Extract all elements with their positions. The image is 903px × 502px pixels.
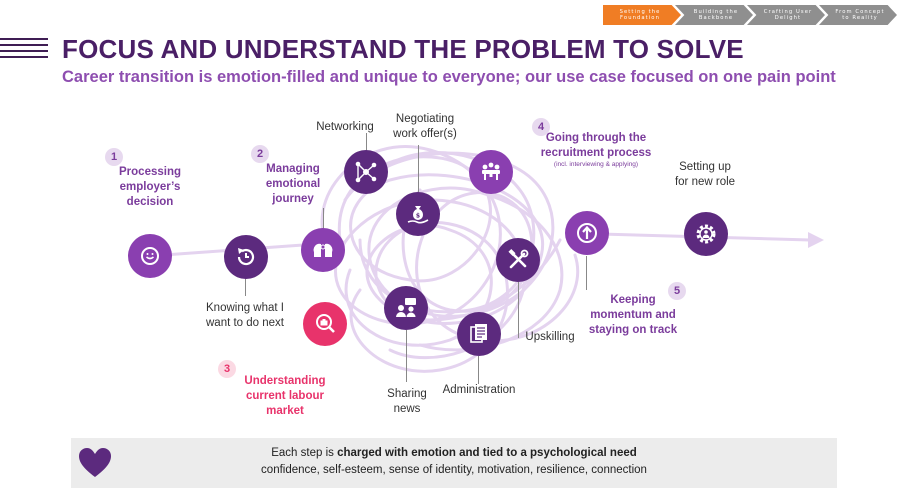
label-line: staying on track (588, 324, 678, 336)
step-label-networking: Networking (306, 120, 384, 135)
network-icon (344, 150, 388, 194)
step-label-managing: Managing emotional journey (253, 162, 333, 207)
label-line: market (266, 405, 304, 417)
breadcrumb-step-crafting-delight[interactable]: Crafting User Delight (747, 5, 825, 25)
breadcrumb-step-building-backbone[interactable]: Building the Backbone (675, 5, 753, 25)
step-label-negotiating: Negotiating work offer(s) (386, 112, 464, 142)
label-line: Administration (442, 384, 516, 396)
label-line: work offer(s) (393, 128, 457, 140)
label-line: Knowing what I (206, 302, 284, 314)
label-line: Processing (119, 166, 181, 178)
connector-line (518, 282, 519, 338)
money-bag-hand-icon: $ (396, 192, 440, 236)
label-line: emotional (265, 178, 321, 190)
step-number-4: 4 (532, 118, 550, 136)
step-number-5: 5 (668, 282, 686, 300)
label-line: want to do next (206, 317, 284, 329)
step-label-setting-up: Setting up for new role (666, 160, 744, 190)
step-label-recruitment: Going through the recruitment process (i… (533, 131, 659, 169)
step-label-momentum: Keeping momentum and staying on track (586, 293, 680, 338)
connector-line (418, 145, 419, 193)
heart-icon (79, 448, 111, 477)
step-label-processing: Processing employer’s decision (110, 165, 190, 210)
footer-emphasis: charged with emotion and tied to a psych… (337, 447, 637, 459)
label-line: Negotiating (395, 113, 455, 125)
breadcrumb-step-setting-foundation[interactable]: Setting the Foundation (603, 5, 681, 25)
meeting-table-icon (469, 150, 513, 194)
breadcrumb-step-concept-reality[interactable]: From Concept to Reality (819, 5, 897, 25)
step-label-understanding: Understanding current labour market (236, 374, 334, 419)
svg-text:$: $ (416, 213, 420, 220)
label-line: Understanding (244, 375, 326, 387)
connector-line (366, 133, 367, 151)
step-number-3: 3 (218, 360, 236, 378)
label-line: current labour (246, 390, 324, 402)
step-number-1: 1 (105, 148, 123, 166)
step-label-knowing: Knowing what I want to do next (196, 301, 294, 331)
breadcrumb: Setting the Foundation Building the Back… (603, 5, 897, 25)
page-title: FOCUS AND UNDERSTAND THE PROBLEM TO SOLV… (62, 34, 744, 64)
label-line: Managing (266, 163, 320, 175)
menu-lines-icon (0, 38, 48, 66)
page-subtitle: Career transition is emotion-filled and … (62, 68, 836, 86)
label-line: Upskilling (525, 331, 575, 343)
two-heads-icon (301, 228, 345, 272)
footer-prefix: Each step is (271, 447, 338, 459)
footer-line-2: confidence, self-esteem, sense of identi… (261, 464, 647, 476)
label-line: Setting up (679, 161, 731, 173)
connector-line (323, 208, 324, 232)
footer-line-1: Each step is charged with emotion and ti… (71, 447, 837, 459)
gear-person-icon (684, 212, 728, 256)
label-line: decision (126, 196, 174, 208)
connector-line (245, 278, 246, 296)
label-line: Going through the (545, 132, 647, 144)
head-smile-icon (128, 234, 172, 278)
clock-arrow-icon (224, 235, 268, 279)
label-line: journey (272, 193, 314, 205)
label-line: news (393, 403, 421, 415)
step-label-sharing: Sharing news (377, 387, 437, 417)
label-note: (incl. interviewing & applying) (553, 161, 639, 168)
people-chat-icon (384, 286, 428, 330)
documents-icon (457, 312, 501, 356)
up-arrow-icon (565, 211, 609, 255)
label-line: recruitment process (540, 147, 652, 159)
label-line: Networking (316, 121, 374, 133)
tools-icon (496, 238, 540, 282)
connector-line (406, 330, 407, 382)
label-line: for new role (674, 176, 736, 188)
connector-line (586, 256, 587, 290)
connector-line (478, 356, 479, 384)
step-label-administration: Administration (433, 383, 525, 398)
step-number-2: 2 (251, 145, 269, 163)
step-label-upskilling: Upskilling (520, 330, 580, 345)
label-line: employer’s (119, 181, 181, 193)
label-line: Sharing (387, 388, 427, 400)
footer-banner: Each step is charged with emotion and ti… (71, 438, 837, 488)
search-briefcase-icon (303, 302, 347, 346)
label-line: Keeping (610, 294, 656, 306)
label-line: momentum and (590, 309, 676, 321)
